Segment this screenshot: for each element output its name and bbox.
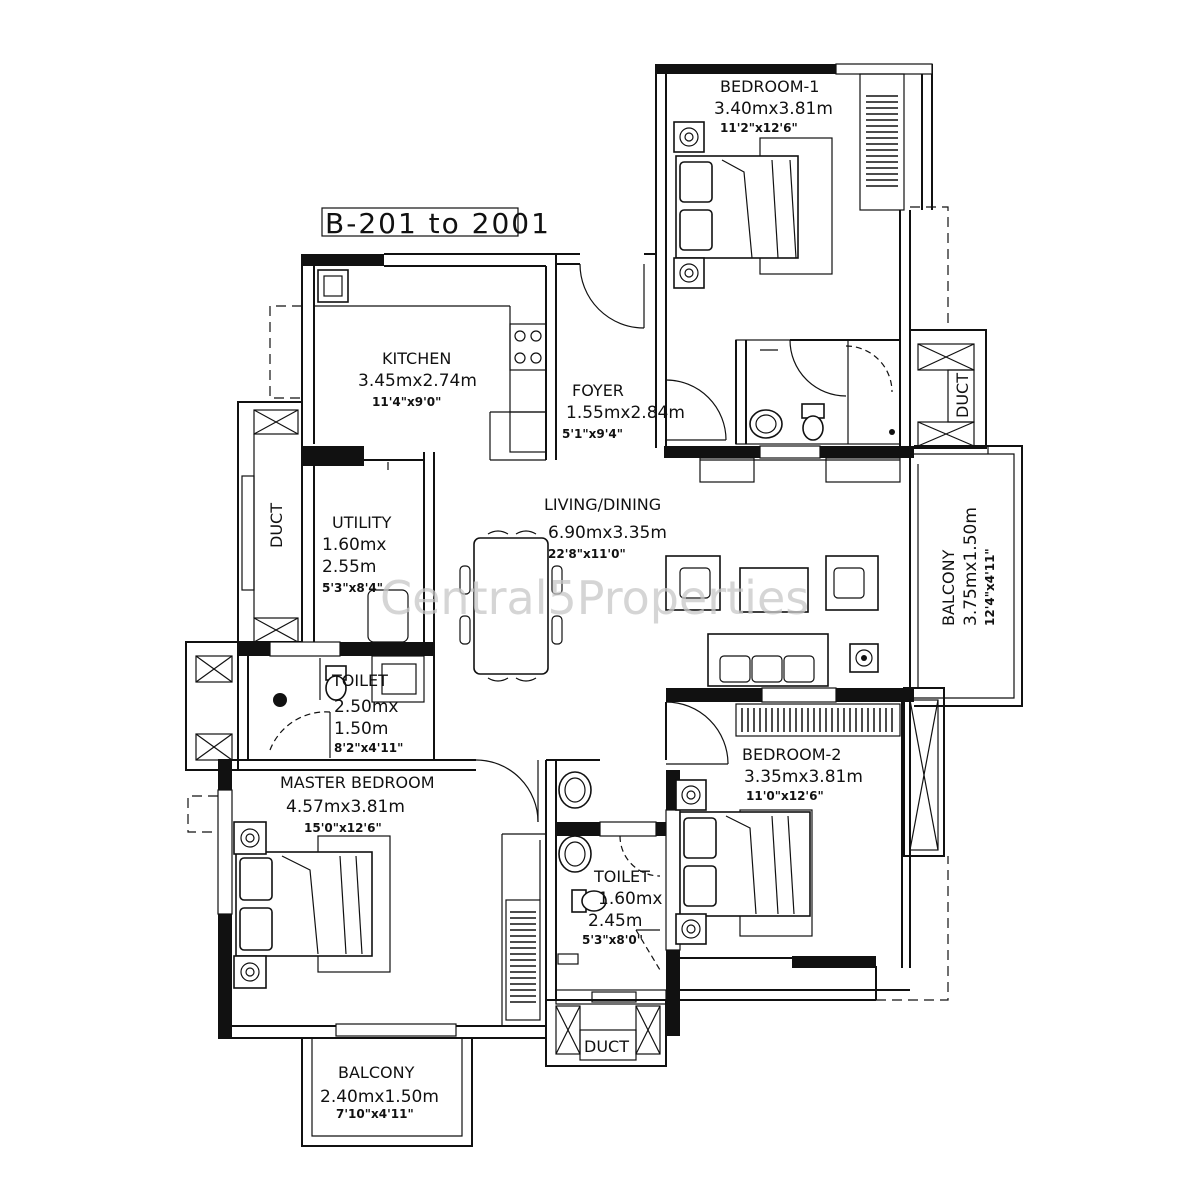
toilet-1-imperial: 8'2"x4'11" [334, 741, 403, 755]
toilet-2-metric-1: 1.60mx [598, 889, 662, 909]
bed-bedroom-1 [673, 121, 833, 289]
bedroom-1-metric: 3.40mx3.81m [714, 99, 833, 119]
wardrobe-master [505, 840, 541, 1021]
bedroom-1-name: BEDROOM-1 [720, 77, 819, 96]
living-metric: 6.90mx3.35m [548, 523, 667, 543]
projection-dashed-master [187, 795, 218, 833]
duct-left-label: DUCT [267, 503, 286, 548]
duct-bottom [545, 999, 667, 1067]
balcony-right-imperial: 12'4"x4'11" [983, 548, 997, 626]
master-bedroom-walls [217, 759, 546, 1039]
kitchen-walls [301, 253, 580, 461]
utility-metric-1: 1.60mx [322, 535, 386, 555]
living-name: LIVING/DINING [544, 495, 661, 514]
toilet-2-metric-2: 2.45m [588, 911, 642, 931]
master-name: MASTER BEDROOM [280, 773, 435, 792]
bedroom-2-name: BEDROOM-2 [742, 745, 841, 764]
bedroom-2-walls [665, 687, 945, 1036]
master-metric: 4.57mx3.81m [286, 797, 405, 817]
wardrobe-bedroom-1 [859, 73, 905, 211]
balcony-bottom [301, 1038, 473, 1147]
duct-right [909, 329, 987, 449]
bedroom-2-imperial: 11'0"x12'6" [746, 789, 824, 803]
watermark: Central5Properties [380, 571, 809, 625]
balcony-bottom-imperial: 7'10"x4'11" [336, 1107, 414, 1121]
projection-dashed-bedroom-2 [876, 856, 949, 1001]
utility-metric-2: 2.55m [322, 557, 376, 577]
dining-table [459, 530, 563, 682]
kitchen-name: KITCHEN [382, 349, 451, 368]
toilet-1 [185, 641, 434, 771]
bedroom-2-metric: 3.35mx3.81m [744, 767, 863, 787]
living-imperial: 22'8"x11'0" [548, 547, 626, 561]
toilet-2-imperial: 5'3"x8'0" [582, 933, 643, 947]
foyer-imperial: 5'1"x9'4" [562, 427, 623, 441]
toilet-2-name: TOILET [593, 867, 650, 886]
title-box [321, 207, 519, 237]
foyer-door [579, 253, 727, 441]
utility-name: UTILITY [332, 513, 392, 532]
kitchen-metric: 3.45mx2.74m [358, 371, 477, 391]
wardrobe-bedroom-2 [735, 703, 901, 737]
projection-dashed-1 [910, 206, 949, 330]
toilet-1-metric-1: 2.50mx [334, 697, 398, 717]
balcony-bottom-name: BALCONY [338, 1063, 415, 1082]
toilet-2 [545, 759, 667, 1066]
living-furniture [665, 555, 879, 687]
bath-bedroom-1 [735, 339, 901, 445]
duct-right-label: DUCT [953, 373, 972, 418]
bed-bedroom-2 [675, 779, 813, 945]
utility-imperial: 5'3"x8'4" [322, 581, 383, 595]
foyer-name: FOYER [572, 381, 624, 400]
bed-master [233, 821, 391, 989]
balcony-right [909, 445, 1023, 707]
master-imperial: 15'0"x12'6" [304, 821, 382, 835]
toilet-1-name: TOILET [331, 671, 388, 690]
balcony-right-name: BALCONY [939, 549, 958, 626]
plan-title: B-201 to 2001 [325, 207, 551, 240]
toilet-1-metric-2: 1.50m [334, 719, 388, 739]
projection-dashed-kitchen [269, 305, 302, 399]
duct-bottom-label: DUCT [584, 1037, 629, 1056]
balcony-right-metric: 3.75mx1.50m [961, 507, 981, 626]
kitchen-imperial: 11'4"x9'0" [372, 395, 441, 409]
balcony-bottom-metric: 2.40mx1.50m [320, 1087, 439, 1107]
bedroom-1-imperial: 11'2"x12'6" [720, 121, 798, 135]
foyer-metric: 1.55mx2.84m [566, 403, 685, 423]
